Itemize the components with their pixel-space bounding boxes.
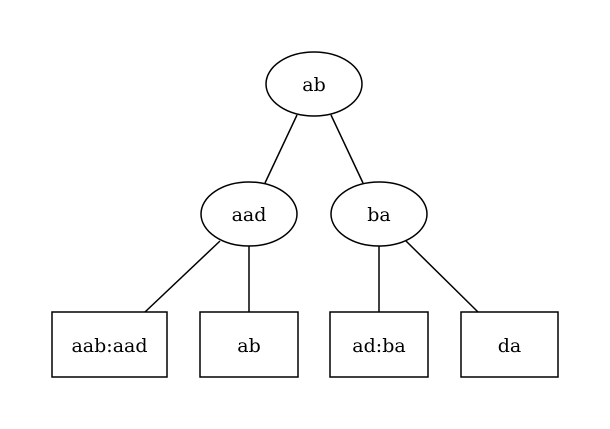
node-right-label: ba xyxy=(367,204,391,226)
node-leaf2-label: ab xyxy=(237,335,261,357)
node-leaf3-box xyxy=(329,311,429,378)
node-root-label: ab xyxy=(302,74,326,96)
node-leaf3-label: ad:ba xyxy=(352,335,405,357)
node-leaf1-box xyxy=(51,311,168,378)
node-left-label: aad xyxy=(232,204,267,226)
node-root-ellipse xyxy=(265,51,363,117)
node-leaf1-label: aab:aad xyxy=(71,335,147,357)
node-leaf4-box xyxy=(460,311,559,378)
node-root: ab xyxy=(265,51,363,117)
node-leaf1: aab:aad xyxy=(51,311,168,378)
node-leaf2-box xyxy=(199,311,299,378)
edge-root-right xyxy=(330,114,364,184)
node-leaf4-label: da xyxy=(498,335,522,357)
edge-left-leaf1 xyxy=(144,240,221,313)
node-right-ellipse xyxy=(330,181,428,247)
edges xyxy=(144,114,479,313)
node-leaf2: ab xyxy=(199,311,299,378)
node-leaf3: ad:ba xyxy=(329,311,429,378)
node-right: ba xyxy=(330,181,428,247)
node-left-ellipse xyxy=(200,181,298,247)
node-leaf4: da xyxy=(460,311,559,378)
edge-right-leaf4 xyxy=(405,240,479,313)
node-left: aad xyxy=(200,181,298,247)
edge-root-left xyxy=(264,114,298,184)
